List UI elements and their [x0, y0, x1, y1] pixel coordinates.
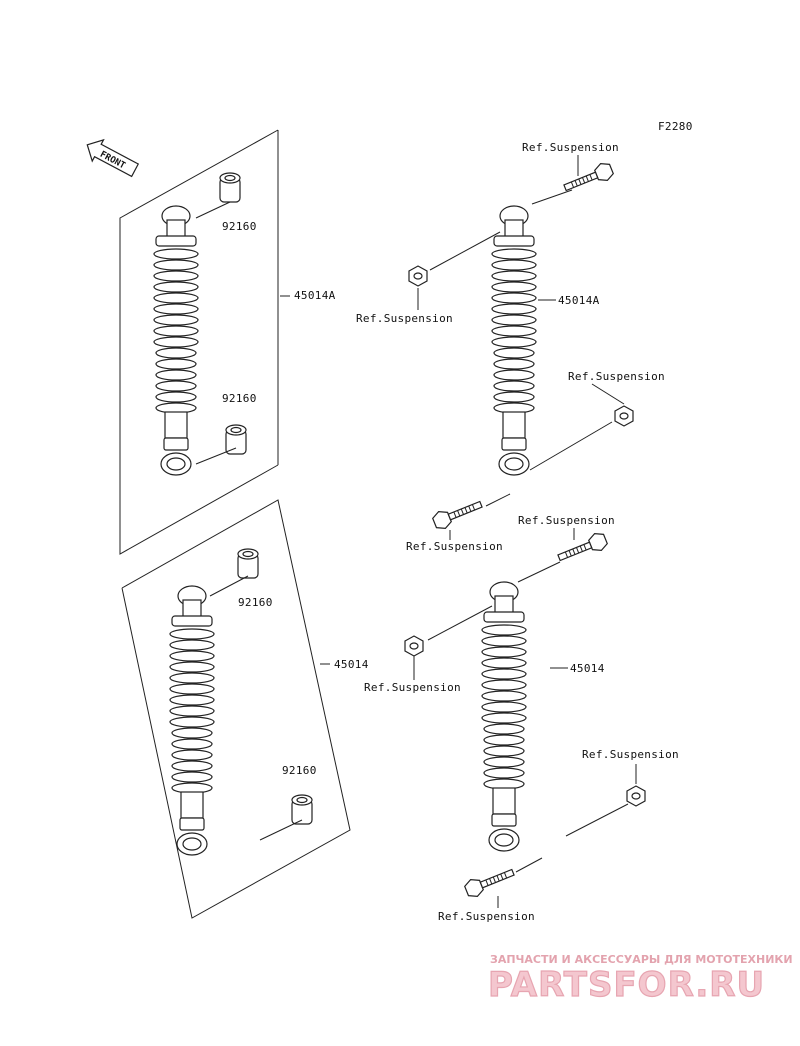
- bushing-92160-a: [219, 172, 241, 203]
- ref-suspension-label-2: Ref.Suspension: [356, 312, 453, 325]
- label-45014A-right: 45014A: [558, 294, 600, 307]
- shock-absorber-upper-right: [491, 205, 537, 476]
- nut-lower-right-bottom: [626, 785, 646, 807]
- shock-absorber-lower-left: [169, 585, 215, 856]
- nut-upper-right-bottom: [614, 405, 634, 427]
- watermark-logo: PARTSFOR.RU: [488, 965, 765, 1005]
- group-box-upper-left: [119, 129, 279, 555]
- ref-suspension-label-8: Ref.Suspension: [438, 910, 535, 923]
- label-92160-c: 92160: [238, 596, 273, 609]
- group-box-lower-left: [121, 499, 351, 919]
- ref-suspension-label-1: Ref.Suspension: [522, 141, 619, 154]
- label-45014-left: 45014: [334, 658, 369, 671]
- label-45014-right: 45014: [570, 662, 605, 675]
- bolt-lower-right-top: [555, 530, 610, 567]
- diagram-code: F2280: [658, 120, 693, 133]
- leader-lines: [195, 155, 637, 908]
- label-92160-b: 92160: [222, 392, 257, 405]
- shock-absorber-lower-right: [481, 581, 527, 852]
- bolt-lower-right-bottom: [462, 863, 517, 900]
- shock-absorber-upper-left: [153, 205, 199, 476]
- ref-suspension-label-6: Ref.Suspension: [364, 681, 461, 694]
- ref-suspension-label-3: Ref.Suspension: [568, 370, 665, 383]
- ref-suspension-label-7: Ref.Suspension: [582, 748, 679, 761]
- watermark-tagline: ЗАПЧАСТИ И АКСЕССУАРЫ ДЛЯ МОТОТЕХНИКИ: [490, 953, 793, 966]
- label-92160-d: 92160: [282, 764, 317, 777]
- bushing-92160-d: [291, 794, 313, 825]
- nut-upper-right-top: [408, 265, 428, 287]
- bolt-upper-right-bottom: [430, 495, 485, 532]
- ref-suspension-label-4: Ref.Suspension: [406, 540, 503, 553]
- bushing-92160-c: [237, 548, 259, 579]
- bushing-92160-b: [225, 424, 247, 455]
- front-arrow-icon: FRONT: [86, 138, 140, 178]
- nut-lower-right-top: [404, 635, 424, 657]
- label-92160-a: 92160: [222, 220, 257, 233]
- label-45014A-left: 45014A: [294, 289, 336, 302]
- ref-suspension-label-5: Ref.Suspension: [518, 514, 615, 527]
